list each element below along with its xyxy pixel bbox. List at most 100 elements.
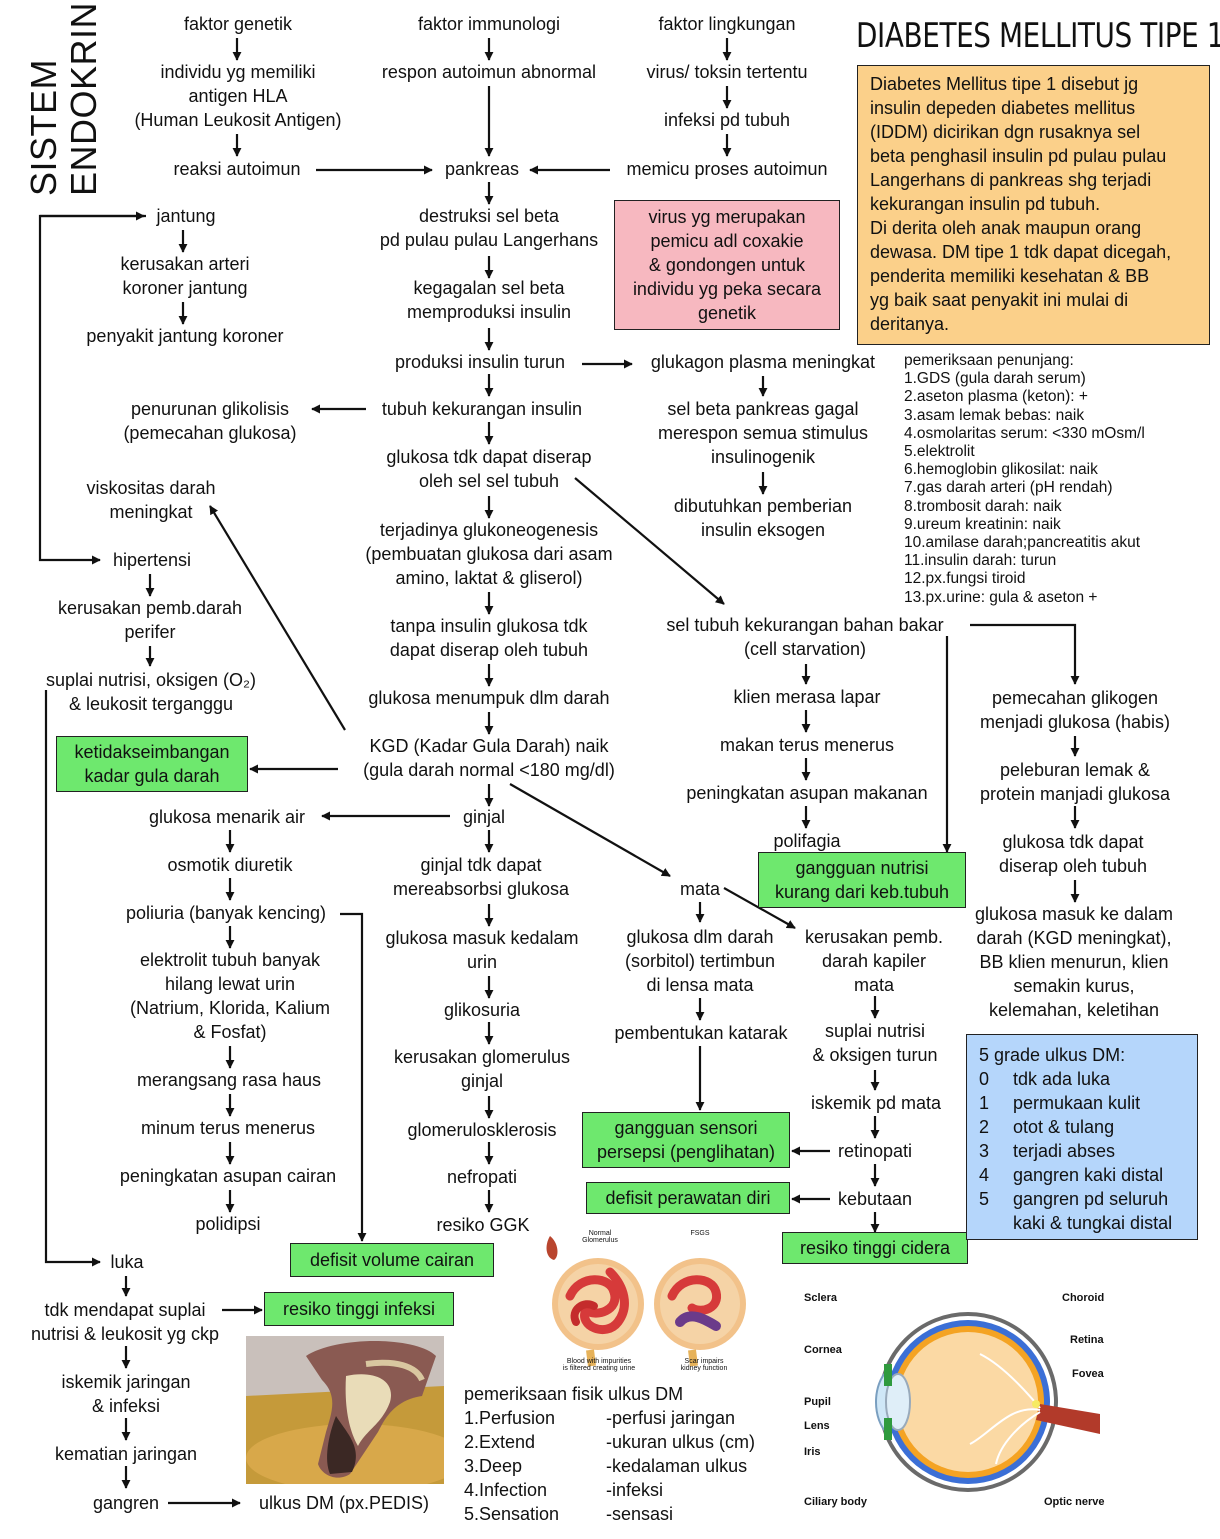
ulkus-grade-title: 5 grade ulkus DM: [979, 1045, 1126, 1065]
text-line: mereabsorbsi glukosa [392, 879, 570, 899]
node-kgd-naik: KGD (Kadar Gula Darah) naik(gula darah n… [338, 734, 640, 782]
text-line: nutrisi & leukosit yg ckp [30, 1324, 220, 1344]
text-line: darah (KGD meningkat), [976, 928, 1172, 948]
text-line: ginjal [462, 807, 506, 827]
node-merasa-lapar: klien merasa lapar [710, 685, 904, 709]
node-virus-toksin: virus/ toksin tertentu [622, 60, 832, 84]
text-line: dibutuhkan pemberian [673, 496, 853, 516]
text-line: sel tubuh kekurangan bahan bakar [666, 615, 944, 635]
text-line: Blood with impurities [566, 1358, 632, 1365]
text-line: pemecahan glikogen [991, 688, 1159, 708]
penunjang-item: 8.trombosit darah: naik [904, 497, 1062, 515]
text-line: persepsi (penglihatan) [596, 1142, 776, 1162]
fisik-criterion: 4.Infection [464, 1480, 548, 1500]
text-line: pd pulau pulau Langerhans [379, 230, 599, 250]
text-line: dapat diserap oleh tubuh [389, 640, 589, 660]
text-line: iskemik jaringan [61, 1372, 191, 1392]
text-line: Scar impairs [684, 1358, 724, 1365]
foot-ulcer-photo [246, 1336, 444, 1484]
text-line: suplai nutrisi, oksigen (O₂) [45, 670, 257, 690]
text-line: klien merasa lapar [733, 687, 881, 707]
text-line: reaksi autoimun [173, 159, 301, 179]
text-line: glomerulosklerosis [407, 1120, 557, 1140]
node-asupan-cairan: peningkatan asupan cairan [100, 1164, 356, 1188]
text-line: deritanya. [870, 314, 950, 334]
text-line: (gula darah normal <180 mg/dl) [363, 760, 615, 780]
text-line: & Fosfat) [193, 1022, 267, 1042]
text-line: merangsang rasa haus [136, 1070, 322, 1090]
text-line: retinopati [837, 1141, 913, 1161]
dx-resiko-cidera: resiko tinggi cidera [782, 1232, 968, 1264]
grade-number: 4 [979, 1165, 990, 1185]
text-line: peleburan lemak & [999, 760, 1151, 780]
node-katarak: pembentukan katarak [596, 1021, 806, 1045]
text-line: kelemahan, keletihan [988, 1000, 1160, 1020]
text-line: osmotik diuretik [167, 855, 293, 875]
text-line: resiko tinggi infeksi [282, 1299, 436, 1319]
text-line: tanpa insulin glukosa tdk [390, 616, 588, 636]
text-line: jantung [156, 206, 216, 226]
node-tanpa-insulin: tanpa insulin glukosa tdk dapat diserap o… [360, 614, 618, 662]
node-peleburan-lemak: peleburan lemak &protein manjadi glukosa [956, 758, 1194, 806]
text-line: iskemik pd mata [810, 1093, 942, 1113]
fisik-description: -sensasi [606, 1504, 674, 1524]
node-faktor-immunologi: faktor immunologi [370, 12, 608, 36]
node-cell-starvation: sel tubuh kekurangan bahan bakar (cell st… [640, 613, 970, 661]
penunjang-list: 1.GDS (gula darah serum)2.aseton plasma … [904, 370, 1214, 607]
node-glukagon: glukagon plasma meningkat [634, 350, 892, 374]
penunjang-item: 1.GDS (gula darah serum) [904, 370, 1086, 388]
penunjang-item: 9.ureum kreatinin: naik [904, 515, 1061, 533]
fisik-description: -infeksi [606, 1480, 664, 1500]
text-line: semakin kurus, [1013, 976, 1135, 996]
text-line: hipertensi [112, 550, 192, 570]
grade-description: terjadi abses [1013, 1141, 1116, 1161]
text-line: & oksigen turun [812, 1045, 938, 1065]
text-line: faktor genetik [183, 14, 293, 34]
fisik-row: 1.Perfusion-perfusi jaringan [464, 1406, 794, 1430]
text-line: Glomerulus [582, 1237, 618, 1244]
text-line: (pemecahan glukosa) [123, 423, 297, 443]
node-faktor-genetik: faktor genetik [138, 12, 338, 36]
text-line: insulinogenik [710, 447, 816, 467]
text-line: kematian jaringan [54, 1444, 198, 1464]
fisik-criterion: 3.Deep [464, 1456, 523, 1476]
text-line: destruksi sel beta [418, 206, 560, 226]
text-line: glukosa dlm darah [626, 927, 774, 947]
text-line: virus/ toksin tertentu [646, 62, 808, 82]
eye-label-choroid: Choroid [1062, 1292, 1105, 1304]
text-line: respon autoimun abnormal [381, 62, 597, 82]
fisik-title: pemeriksaan fisik ulkus DM [464, 1384, 684, 1404]
node-iskemik-mata: iskemik pd mata [794, 1091, 958, 1115]
text-line: kerusakan arteri [120, 254, 250, 274]
node-rasa-haus: merangsang rasa haus [116, 1068, 342, 1092]
eye-svg [875, 1312, 1100, 1492]
penunjang-item: 6.hemoglobin glikosilat: naik [904, 461, 1098, 479]
text-line: faktor immunologi [417, 14, 561, 34]
node-glikosuria: glikosuria [424, 998, 540, 1022]
grade-description: gangren kaki distal [1013, 1165, 1164, 1185]
penunjang-item: 4.osmolaritas serum: <330 mOsm/l [904, 424, 1145, 442]
eye-label-sclera: Sclera [804, 1292, 838, 1304]
penunjang-item: 13.px.urine: gula & aseton + [904, 588, 1098, 606]
text-line: ginjal tdk dapat [420, 855, 542, 875]
node-retinopati: retinopati [830, 1139, 920, 1163]
text-line: Langerhans di pankreas shg terjadi [870, 170, 1152, 190]
text-line: pemicu adl coxakie [650, 231, 804, 251]
text-line: insulin depeden diabetes mellitus [870, 98, 1136, 118]
text-line: gangguan nutrisi [795, 858, 929, 878]
text-line: (cell starvation) [743, 639, 867, 659]
kidney-label-fsgs: FSGS [680, 1230, 720, 1237]
fisik-row: 5.Sensation-sensasi [464, 1502, 794, 1526]
text-line: tubuh kekurangan insulin [381, 399, 583, 419]
penunjang-item: 12.px.fungsi tiroid [904, 570, 1026, 588]
